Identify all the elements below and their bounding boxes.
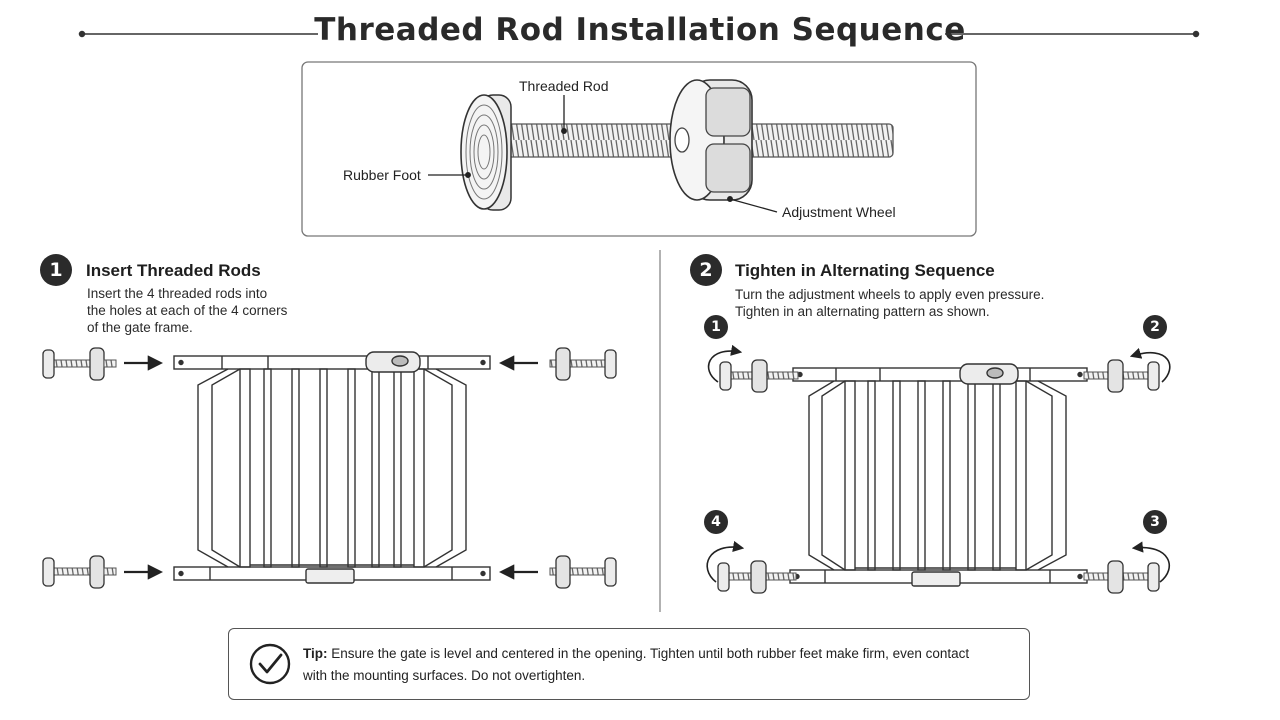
step-1-title: Insert Threaded Rods [86, 261, 261, 280]
step-1-number: 1 [40, 254, 72, 286]
rod-top-right [549, 347, 617, 381]
threaded-rod-illustration [460, 79, 894, 211]
title-rules [78, 30, 1200, 38]
component-detail-box [301, 61, 977, 237]
tip-box: Tip: Ensure the gate is level and center… [228, 628, 1030, 700]
rod-top-left [42, 347, 117, 381]
callout-rubber-foot: Rubber Foot [343, 167, 421, 183]
tip-text-2: with the mounting surfaces. Do not overt… [303, 668, 586, 683]
rubber-foot-shape [460, 94, 512, 211]
step-2-description: Turn the adjustment wheels to apply even… [735, 287, 1045, 319]
tip-text-1: in the opening. Tighten until both rubbe… [554, 646, 970, 661]
rod-installed-top-right [1083, 359, 1160, 393]
callout-threaded-rod: Threaded Rod [519, 78, 609, 94]
rod-installed-bottom-left [717, 560, 797, 594]
rods-step-1 [42, 347, 617, 589]
rotate-arrow-icon [707, 344, 743, 383]
rod-bottom-left [42, 555, 117, 589]
page-title: Threaded Rod Installation Sequence [314, 12, 966, 48]
tip-label: Tip: [303, 646, 328, 661]
tip-emphasis: Ensure the gate is level and centered [331, 646, 555, 661]
step-1-description: Insert the 4 threaded rods into the hole… [87, 286, 288, 335]
check-circle-icon [249, 643, 291, 685]
rod-installed-bottom-right [1083, 560, 1160, 594]
rotate-arrow-icon [1129, 347, 1171, 383]
order-badge-3: 3 [1143, 510, 1167, 534]
rods-step-2 [706, 344, 1171, 594]
rotate-arrow-icon [1131, 541, 1170, 583]
order-badge-4: 4 [704, 510, 728, 534]
adjustment-wheel-shape [669, 79, 753, 201]
tip-text: Tip: Ensure the gate is level and center… [303, 643, 1018, 687]
step-2-title: Tighten in Alternating Sequence [735, 261, 995, 280]
rod-installed-top-left [719, 359, 799, 393]
gate-frame-step-2 [789, 363, 1088, 587]
order-badge-2: 2 [1143, 315, 1167, 339]
rod-bottom-right [549, 555, 617, 589]
order-badge-1: 1 [704, 315, 728, 339]
rotate-arrow-icon [706, 540, 745, 583]
callout-adjustment-wheel: Adjustment Wheel [782, 204, 896, 220]
gate-frame-step-1 [173, 351, 491, 584]
step-2-number: 2 [690, 254, 722, 286]
